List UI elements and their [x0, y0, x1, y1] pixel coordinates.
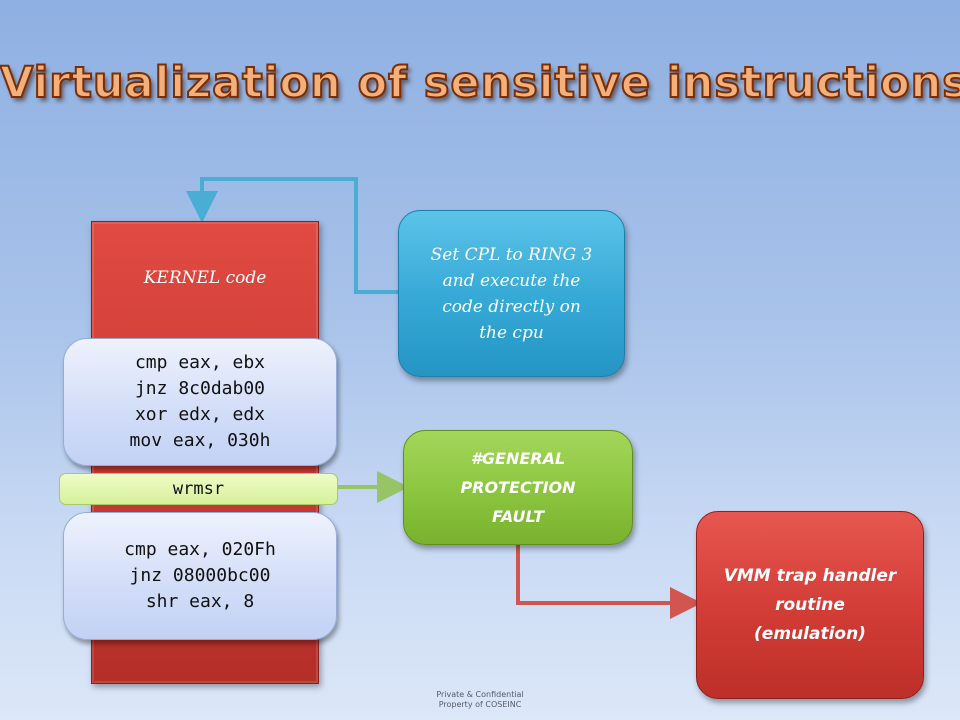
footer-line: Private & Confidential: [436, 690, 524, 699]
code-line: cmp eax, 020Fh: [124, 539, 276, 560]
box-text-line: code directly on: [442, 296, 581, 317]
box-text-line: and execute the: [442, 270, 581, 291]
box-text-line: #GENERAL: [470, 449, 566, 468]
box-text-line: (emulation): [754, 623, 866, 644]
box-text-line: FAULT: [492, 507, 544, 526]
code-line: jnz 08000bc00: [129, 565, 271, 586]
handler-arrow: [516, 545, 702, 619]
box-text-line: PROTECTION: [460, 478, 576, 497]
sensitive-instruction-bar: wrmsr: [59, 473, 338, 505]
code-block-after: cmp eax, 020Fh jnz 08000bc00 shr eax, 8: [63, 512, 337, 640]
code-line: mov eax, 030h: [129, 430, 271, 451]
code-line: cmp eax, ebx: [134, 352, 266, 373]
vmm-trap-handler-box: VMM trap handler routine (emulation): [696, 511, 924, 699]
box-text-line: Set CPL to RING 3: [430, 244, 593, 265]
cpl-ring3-box: Set CPL to RING 3 and execute the code d…: [398, 210, 625, 377]
box-text-line: VMM trap handler: [723, 565, 897, 586]
code-block-before: cmp eax, ebx jnz 8c0dab00 xor edx, edx m…: [63, 338, 337, 466]
footer-line: Property of COSEINC: [438, 700, 522, 709]
code-line: jnz 8c0dab00: [134, 378, 266, 399]
general-protection-fault-box: #GENERAL PROTECTION FAULT: [403, 430, 633, 545]
code-line: xor edx, edx: [134, 404, 266, 425]
slide-title: Virtualization of sensitive instructions: [0, 57, 960, 109]
box-text-line: routine: [775, 594, 845, 615]
kernel-code-label: KERNEL code: [143, 268, 267, 288]
code-line: shr eax, 8: [145, 591, 255, 612]
box-text-line: the cpu: [479, 322, 544, 343]
footer-note: Private & Confidential Property of COSEI…: [380, 690, 580, 710]
return-arrow: [186, 177, 398, 294]
